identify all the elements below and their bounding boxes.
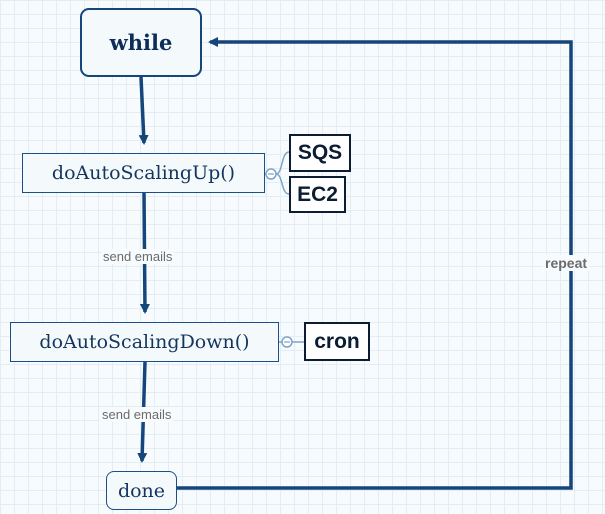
arrow-repeat-loop [177,37,573,490]
scale-up-node[interactable]: doAutoScalingUp() [22,153,265,193]
ec2-tag[interactable]: EC2 [289,176,346,213]
repeat-label: repeat [543,255,590,271]
arrow-while-to-scale-up [138,76,149,145]
sqs-tag[interactable]: SQS [289,134,351,172]
while-node[interactable]: while [80,8,202,77]
send-emails-label-2: send emails [100,407,174,422]
send-emails-label-1: send emails [101,249,175,264]
tag-bracket-scale-up [275,151,290,195]
done-node[interactable]: done [106,471,177,510]
scale-down-node[interactable]: doAutoScalingDown() [10,322,279,362]
cron-tag[interactable]: cron [304,322,370,361]
